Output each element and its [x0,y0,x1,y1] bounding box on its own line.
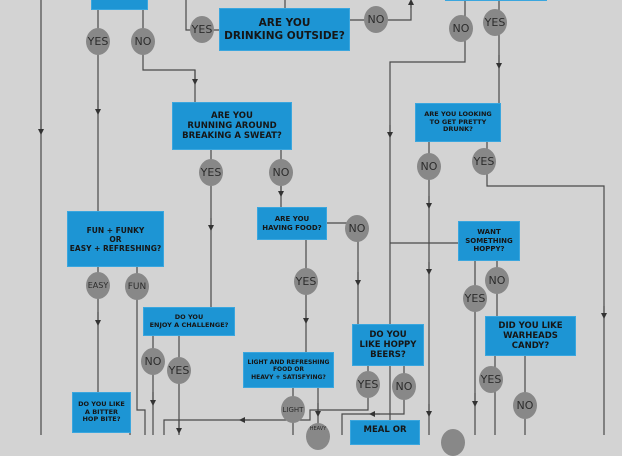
answer-yes: YES [190,16,214,43]
answer-circle-partial [441,429,465,456]
answer-no: NO [449,15,473,42]
question-challenge: DO YOU ENJOY A CHALLENGE? [143,307,235,336]
answer-no: NO [364,6,388,33]
answer-yes: YES [356,371,380,398]
answer-yes: YES [472,148,496,175]
question-want-hoppy: WANT SOMETHING HOPPY? [458,221,520,261]
answer-no: NO [141,348,165,375]
answer-yes: YES [463,285,487,312]
question-meal: MEAL OR [350,420,420,445]
answer-no: NO [269,159,293,186]
answer-yes: YES [479,366,503,393]
answer-no: NO [485,267,509,294]
answer-light: LIGHT [281,396,305,423]
answer-no: NO [392,373,416,400]
answer-yes: YES [294,268,318,295]
question-warheads: DID YOU LIKE WARHEADS CANDY? [485,316,576,356]
answer-yes: YES [86,28,110,55]
question-bitter: DO YOU LIKE A BITTER HOP BITE? [72,392,131,433]
answer-no: NO [513,392,537,419]
answer-yes: YES [199,159,223,186]
question-light-heavy: LIGHT AND REFRESHING FOOD OR HEAVY + SAT… [243,352,334,388]
question-box-partial [445,0,547,1]
question-fun-funky: FUN + FUNKY OR EASY + REFRESHING? [67,211,164,267]
answer-no: NO [345,215,369,242]
question-box-partial [91,0,148,10]
answer-heavy: HEAVY [306,423,330,450]
question-drinking-outside: ARE YOU DRINKING OUTSIDE? [219,8,350,51]
answer-no: NO [131,28,155,55]
question-hoppy-beers: DO YOU LIKE HOPPY BEERS? [352,324,424,366]
answer-easy: EASY [86,272,110,299]
answer-fun: FUN [125,273,149,300]
question-running: ARE YOU RUNNING AROUND BREAKING A SWEAT? [172,102,292,150]
question-having-food: ARE YOU HAVING FOOD? [257,207,327,240]
question-pretty-drunk: ARE YOU LOOKING TO GET PRETTY DRUNK? [415,103,501,142]
answer-yes: YES [483,9,507,36]
answer-yes: YES [167,357,191,384]
answer-no: NO [417,153,441,180]
